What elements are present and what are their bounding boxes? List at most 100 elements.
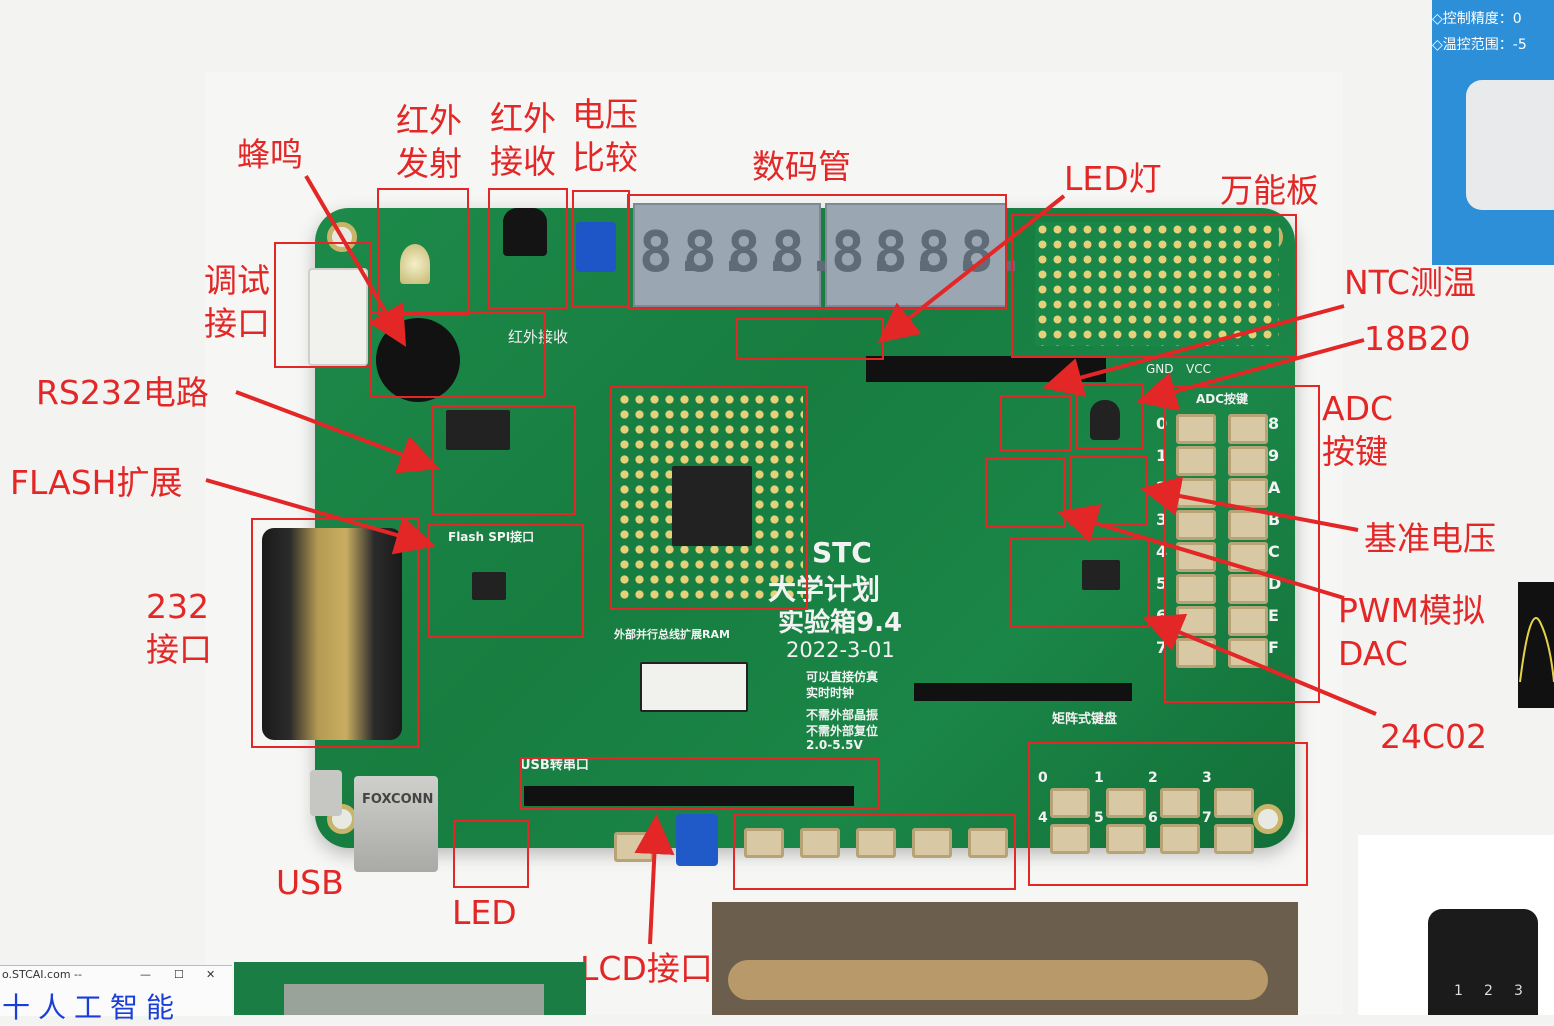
key [968, 828, 1008, 858]
thermostat-device [1466, 80, 1554, 210]
arrow-flash [205, 478, 436, 555]
micro-usb-port [310, 770, 342, 816]
label-232-port: 232 接口 [146, 587, 212, 669]
label-buzzer: 蜂鸣 [237, 135, 303, 174]
adc-key [1228, 606, 1268, 636]
label-proto: 万能板 [1220, 171, 1319, 210]
flash-chip [472, 572, 506, 600]
label-ntc: NTC测温 [1344, 263, 1476, 302]
label-lcd: LCD接口 [580, 949, 713, 988]
minimize-button[interactable]: — [140, 968, 151, 981]
bus-silk: 外部并行总线扩展RAM [614, 628, 730, 641]
label-comparator: 电压 比较 [572, 95, 638, 177]
label-18b20: 18B20 [1364, 319, 1471, 358]
adc-key-label: C [1268, 542, 1280, 561]
thumb-text-1: ◇控制精度：0 [1432, 11, 1522, 27]
arrow-ntc [1042, 304, 1345, 397]
box-led [453, 820, 529, 888]
adc-key-label: 3 [1156, 510, 1168, 529]
box-ntc [1000, 395, 1072, 451]
adc-key [1176, 446, 1216, 476]
board-date: 2022-3-01 [786, 638, 895, 662]
matrix-key-label: 3 [1202, 770, 1212, 786]
label-led-lamp: LED灯 [1064, 159, 1162, 198]
box-buzzer [370, 312, 546, 398]
board-note: 实时时钟 [806, 686, 855, 700]
adc-key [1176, 574, 1216, 604]
board-note: 2.0-5.5V [806, 738, 863, 752]
label-pwm: PWM模拟 DAC [1338, 591, 1486, 673]
box-comparator [572, 190, 630, 308]
cardboard-tube [728, 960, 1268, 1000]
pin-header-mid [914, 683, 1132, 701]
arrow-18b20 [1136, 338, 1365, 411]
keypad-key: 2 [1484, 983, 1493, 999]
label-segment: 数码管 [752, 147, 851, 186]
box-flash [428, 524, 584, 638]
matrix-key-label: 7 [1202, 810, 1212, 826]
adc-key-label: F [1268, 638, 1279, 657]
adc-key [1228, 478, 1268, 508]
maximize-button[interactable]: ☐ [174, 968, 184, 981]
adc-key [1228, 414, 1268, 444]
key [744, 828, 784, 858]
usb-serial-silk: USB转串口 [520, 758, 589, 773]
adc-key-label: 5 [1156, 574, 1168, 593]
db9-connector [262, 528, 402, 740]
sine-wave-icon [1519, 617, 1554, 683]
keypad-device [1428, 909, 1538, 1015]
matrix-key [1050, 824, 1090, 854]
label-vref: 基准电压 [1364, 519, 1496, 558]
thumb-text-2: ◇温控范围：-5 [1432, 37, 1527, 53]
rs232-chip [446, 410, 510, 450]
box-segment [627, 194, 1007, 310]
adc-key-label: 1 [1156, 446, 1168, 465]
label-24c02: 24C02 [1380, 717, 1488, 756]
box-matrix [1028, 742, 1308, 886]
board-note: 不需外部复位 [806, 724, 879, 738]
keypad-thumbnail: 1 2 3 [1358, 835, 1554, 1015]
arrow-pwm [1057, 504, 1345, 600]
flash-silk: Flash SPI接口 [448, 530, 535, 544]
board-title-line2: 实验箱9.4 [778, 608, 903, 638]
matrix-key [1106, 788, 1146, 818]
matrix-key [1214, 824, 1254, 854]
lcd-module-photo [234, 962, 586, 1015]
label-adc: ADC 按键 [1322, 389, 1394, 471]
arrow-lcd [634, 814, 675, 945]
label-usb: USB [276, 863, 344, 902]
adc-key [1228, 510, 1268, 540]
lcd-screen [284, 984, 544, 1015]
matrix-key [1214, 788, 1254, 818]
board-brand: STC [812, 536, 872, 569]
bus-chip [640, 662, 748, 712]
adc-key [1228, 446, 1268, 476]
usb-brand-text: FOXCONN [362, 792, 434, 807]
matrix-key-label: 4 [1038, 810, 1048, 826]
wiring-photo [712, 902, 1298, 1015]
adc-key-label: A [1268, 478, 1281, 497]
matrix-key [1050, 788, 1090, 818]
prototype-area [1035, 222, 1279, 346]
matrix-key [1160, 788, 1200, 818]
adc-key-label: 4 [1156, 542, 1168, 561]
box-18b20 [1076, 383, 1144, 449]
potentiometer [576, 222, 616, 272]
matrix-key-label: 1 [1094, 770, 1104, 786]
stcai-window[interactable]: o.STCAI.com -- — ☐ ✕ 十人工智能 [0, 965, 232, 1024]
product-thumbnail: ◇控制精度：0 ◇温控范围：-5 [1432, 0, 1554, 265]
box-keys [733, 814, 1016, 890]
label-ir-rx: 红外 接收 [490, 99, 556, 181]
debug-connector [308, 268, 368, 366]
adc-keys-silk: ADC按键 [1196, 392, 1249, 406]
window-body-text: 十人工智能 [2, 991, 183, 1024]
mounting-hole [1253, 804, 1283, 834]
window-title: o.STCAI.com -- [2, 968, 82, 981]
arrow-rs232 [235, 390, 440, 474]
close-icon[interactable]: ✕ [206, 968, 216, 981]
matrix-key-label: 5 [1094, 810, 1104, 826]
matrix-key [1160, 824, 1200, 854]
label-debug: 调试 接口 [204, 261, 270, 343]
label-led: LED [452, 893, 517, 932]
keypad-key: 3 [1514, 983, 1523, 999]
